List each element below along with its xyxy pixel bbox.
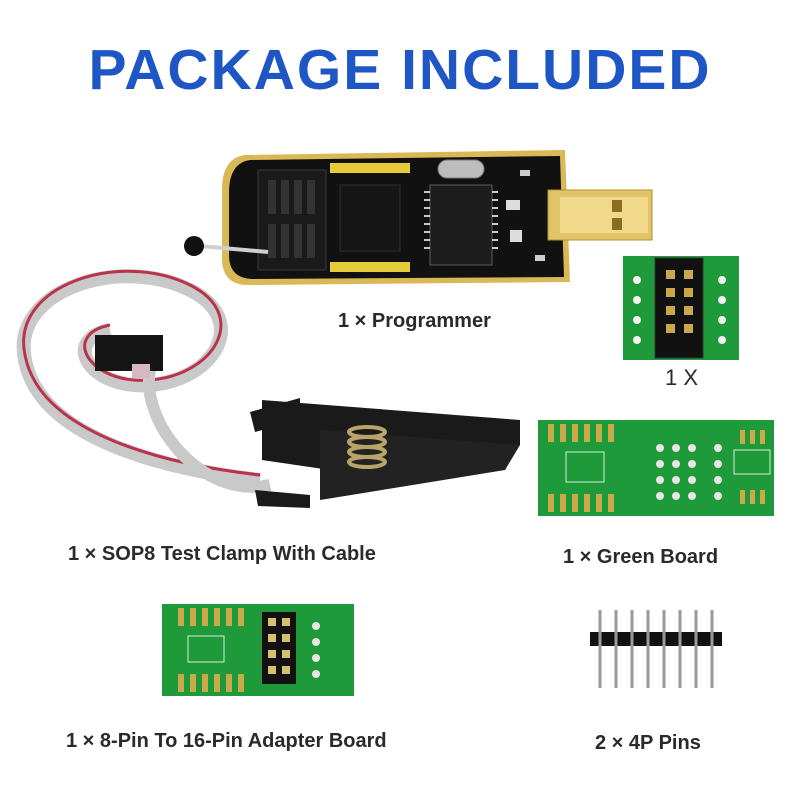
programmer-caption: 1 × Programmer xyxy=(338,310,491,332)
programmer-image xyxy=(184,150,653,285)
sop8-clamp-image xyxy=(250,398,520,508)
header-board-image xyxy=(623,256,739,360)
pin-header-image xyxy=(590,610,722,688)
clamp-cable-image xyxy=(16,269,272,493)
pins-caption: 2 × 4P Pins xyxy=(595,732,701,754)
cable-connector-image xyxy=(95,335,163,378)
adapter-caption: 1 × 8-Pin To 16-Pin Adapter Board xyxy=(66,730,387,752)
header-board-caption: 1 X xyxy=(665,365,699,390)
green-board-caption: 1 × Green Board xyxy=(563,546,719,568)
clamp-caption: 1 × SOP8 Test Clamp With Cable xyxy=(68,543,376,565)
adapter-board-image xyxy=(162,604,354,696)
green-board-image xyxy=(538,420,774,516)
page-title: PACKAGE INCLUDED xyxy=(88,38,712,102)
